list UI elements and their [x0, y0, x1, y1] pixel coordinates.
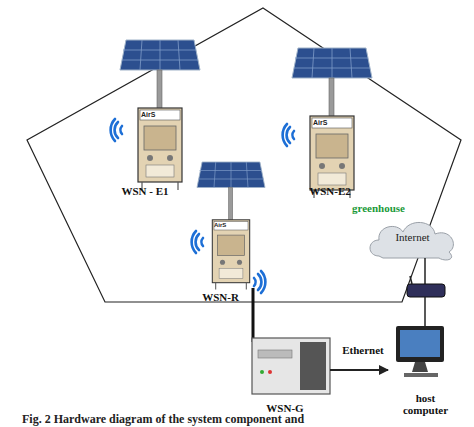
network-wire	[424, 297, 426, 326]
sensor-device	[120, 40, 200, 190]
sensor-device	[197, 162, 265, 290]
wireless-waves	[192, 231, 203, 253]
wireless-waves	[254, 271, 265, 293]
monitor-stand	[412, 362, 428, 372]
node-label: WSN - E1	[95, 185, 195, 198]
ethernet-link	[330, 369, 388, 371]
sensor-node: WSN - E1	[95, 40, 195, 198]
internet-cloud: Internet	[365, 218, 460, 260]
monitor-screen	[400, 330, 440, 357]
antenna	[252, 288, 255, 342]
device-brand: AirS	[313, 119, 327, 127]
greenhouse-area: greenhouse WSN - E1 WSN-E2WSN-R	[0, 0, 474, 310]
node-label: host computer	[396, 392, 456, 417]
monitor-symbol	[396, 326, 444, 362]
edge-label: Ethernet	[342, 344, 384, 357]
gateway-node: WSN-G	[240, 315, 330, 415]
node-label: Internet	[365, 231, 460, 244]
sensor-device	[292, 48, 372, 198]
network-wire	[424, 258, 426, 284]
gateway-device	[252, 338, 330, 394]
node-label: WSN-G	[240, 402, 330, 415]
device-brand: AirS	[214, 222, 226, 229]
router-node: WSN-R	[178, 162, 263, 304]
gateway-led	[260, 370, 264, 374]
device-brand: AirS	[141, 111, 155, 119]
wireless-waves	[283, 124, 294, 146]
node-label: WSN-E2	[280, 185, 380, 198]
node-label: WSN-R	[178, 291, 263, 304]
pentagon-outline	[0, 0, 474, 310]
gateway-panel	[300, 342, 326, 390]
keyboard-symbol	[404, 373, 438, 377]
node-label: greenhouse	[352, 202, 405, 215]
sensor-node: WSN-E2	[280, 48, 380, 198]
pentagon-outline	[27, 8, 461, 302]
router-symbol	[407, 284, 445, 297]
gateway-panel	[258, 350, 292, 358]
host-computer: host computer	[388, 322, 463, 417]
wireless-waves	[111, 119, 122, 141]
gateway-led	[268, 370, 272, 374]
